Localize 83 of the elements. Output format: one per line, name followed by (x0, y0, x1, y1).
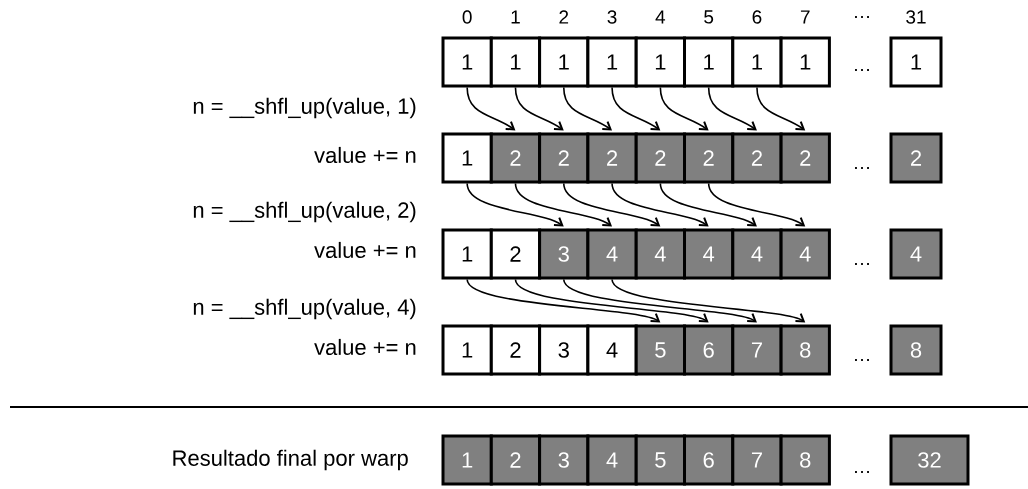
number-cell: 1 (489, 36, 542, 88)
arrow (466, 278, 661, 323)
number-cell: 3 (538, 228, 590, 280)
number-cell: 3 (538, 324, 590, 376)
number-cell: 2 (731, 132, 783, 184)
number-cell: 4 (683, 228, 735, 280)
code-line: n = __shfl_up(value, 4) (193, 298, 416, 320)
number-cell: 8 (779, 434, 831, 486)
arrow (562, 278, 757, 323)
arrow (562, 86, 613, 131)
number-cell: 1 (441, 228, 493, 280)
code-line: value += n (314, 338, 416, 356)
number-cell: 6 (683, 324, 735, 376)
number-cell: 5 (634, 324, 686, 376)
number-cell: 1 (441, 36, 493, 88)
number-cell: 4 (586, 324, 638, 376)
ellipsis: … (855, 69, 869, 71)
number-cell: 2 (489, 228, 542, 280)
column-index: 7 (800, 10, 810, 24)
ellipsis: … (855, 471, 869, 473)
arrow (514, 86, 564, 131)
number-cell: 4 (586, 434, 638, 486)
arrow (756, 86, 806, 131)
number-cell: 1 (731, 36, 783, 88)
number-cell: 7 (731, 434, 783, 486)
code-line: value += n (314, 241, 416, 259)
number-cell: 2 (586, 132, 638, 184)
number-cell: 32 (889, 434, 970, 486)
arrow (707, 86, 757, 131)
ellipsis: … (855, 167, 869, 169)
arrow (611, 278, 806, 323)
code-line: n = __shfl_up(value, 1) (193, 97, 416, 119)
number-cell: 1 (889, 36, 943, 88)
arrow (611, 182, 709, 227)
number-cell: 5 (634, 434, 686, 486)
number-cell: 4 (889, 228, 943, 280)
column-index: 2 (559, 10, 569, 24)
arrow (514, 182, 613, 227)
arrow (466, 86, 516, 131)
arrow (466, 182, 564, 227)
number-cell: 1 (586, 36, 638, 88)
number-cell: 1 (441, 324, 493, 376)
number-cell: 1 (683, 36, 735, 88)
number-cell: 2 (489, 434, 542, 486)
number-cell: 2 (489, 132, 542, 184)
number-cell: 2 (889, 132, 943, 184)
arrow (562, 182, 661, 227)
number-cell: 8 (889, 324, 943, 376)
number-cell: 1 (538, 36, 590, 88)
number-cell: 6 (683, 434, 735, 486)
arrow (514, 278, 709, 323)
number-cell: 1 (441, 132, 493, 184)
code-line: n = __shfl_up(value, 2) (193, 201, 416, 223)
arrow (611, 86, 661, 131)
number-cell: 1 (441, 434, 493, 486)
column-index: 0 (462, 10, 472, 24)
number-cell: 2 (489, 324, 542, 376)
number-cell: 2 (538, 132, 590, 184)
ellipsis: … (855, 16, 869, 18)
arrow (659, 182, 757, 227)
column-index: 6 (752, 10, 762, 24)
arrow (707, 182, 806, 227)
number-cell: 3 (538, 434, 590, 486)
arrow (659, 86, 709, 131)
ellipsis: … (855, 263, 869, 265)
ellipsis: … (855, 359, 869, 361)
column-index: 5 (704, 10, 714, 24)
number-cell: 8 (779, 324, 831, 376)
number-cell: 1 (634, 36, 686, 88)
number-cell: 2 (683, 132, 735, 184)
column-index: 3 (607, 10, 617, 24)
column-index: 1 (511, 10, 520, 24)
number-cell: 2 (634, 132, 686, 184)
number-cell: 4 (779, 228, 831, 280)
code-line: value += n (314, 146, 416, 164)
number-cell: 4 (731, 228, 783, 280)
number-cell: 4 (586, 228, 638, 280)
number-cell: 4 (634, 228, 686, 280)
column-index: 4 (655, 10, 666, 24)
row-caption: Resultado final por warp (173, 449, 408, 471)
number-cell: 1 (779, 36, 831, 88)
number-cell: 2 (779, 132, 831, 184)
number-cell: 7 (731, 324, 783, 376)
